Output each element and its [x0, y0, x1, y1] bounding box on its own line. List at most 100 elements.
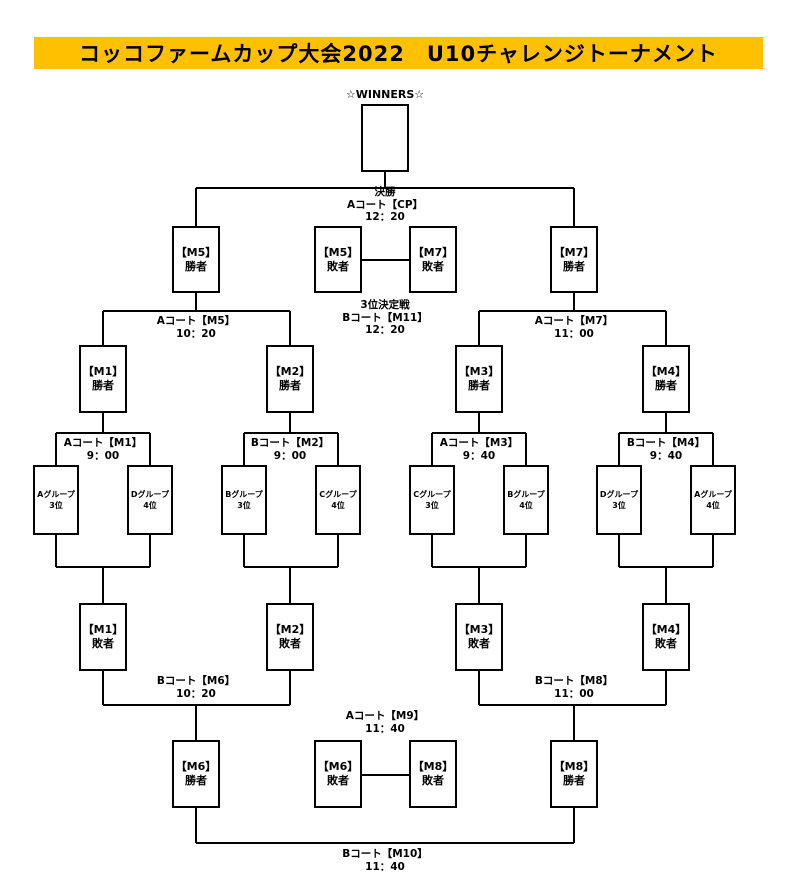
box-match: 【M7】 — [553, 245, 595, 259]
team-box: Aグループ 4位 — [690, 465, 736, 535]
box-result: 敗者 — [422, 259, 444, 273]
team-group: Cグループ — [319, 490, 357, 499]
m4-loser-box: 【M4】 敗者 — [642, 603, 690, 671]
m3-winner-box: 【M3】 勝者 — [455, 345, 503, 413]
team-box: Dグループ 4位 — [127, 465, 173, 535]
final-name: 決勝 — [374, 186, 396, 198]
m9-court: Aコート【M9】 — [345, 710, 425, 722]
box-match: 【M5】 — [317, 245, 359, 259]
box-match: 【M6】 — [317, 760, 359, 773]
box-result: 勝者 — [468, 379, 490, 392]
box-match: 【M2】 — [269, 365, 311, 378]
final-time: 12：20 — [365, 211, 405, 223]
team-box: Cグループ 3位 — [409, 465, 455, 535]
box-match: 【M1】 — [82, 365, 124, 378]
m8-winner-box: 【M8】 勝者 — [550, 740, 598, 808]
m5-loser-box: 【M5】 敗者 — [314, 226, 362, 293]
m2-label: Bコート【M2】 9：00 — [251, 437, 329, 462]
box-result: 敗者 — [655, 637, 677, 650]
m9-label: Aコート【M9】 11：40 — [346, 710, 424, 735]
box-result: 敗者 — [92, 637, 114, 650]
m4-time: 9：40 — [649, 449, 683, 462]
m2-winner-box: 【M2】 勝者 — [266, 345, 314, 413]
m8-loser-box: 【M8】 敗者 — [409, 740, 457, 808]
box-match: 【M5】 — [175, 245, 217, 259]
m8-court: Bコート【M8】 — [534, 675, 614, 687]
box-match: 【M3】 — [458, 623, 500, 636]
box-result: 勝者 — [185, 259, 207, 273]
m8-time: 11：00 — [554, 687, 594, 700]
m3-loser-box: 【M3】 敗者 — [455, 603, 503, 671]
m7-time: 11：00 — [554, 327, 594, 340]
champion-box — [361, 104, 409, 172]
box-result: 敗者 — [327, 774, 349, 787]
m7-loser-box: 【M7】 敗者 — [409, 226, 457, 293]
m6-time: 10：20 — [176, 687, 216, 700]
team-group: Dグループ — [599, 490, 639, 499]
m1-court: Aコート【M1】 — [63, 437, 143, 449]
m1-label: Aコート【M1】 9：00 — [64, 437, 142, 462]
m3-time: 9：40 — [462, 449, 496, 462]
box-match: 【M4】 — [645, 623, 687, 636]
m7-label: Aコート【M7】 11：00 — [535, 315, 613, 340]
box-result: 勝者 — [563, 259, 585, 273]
team-place: 4位 — [706, 501, 720, 510]
box-result: 敗者 — [422, 774, 444, 787]
m5-winner-box: 【M5】 勝者 — [172, 226, 220, 293]
team-box: Bグループ 3位 — [221, 465, 267, 535]
m10-time: 11：40 — [365, 860, 405, 873]
box-result: 敗者 — [468, 637, 490, 650]
team-place: 4位 — [143, 501, 157, 510]
m6-label: Bコート【M6】 10：20 — [157, 675, 235, 700]
m2-court: Bコート【M2】 — [250, 437, 330, 449]
team-box: Bグループ 4位 — [503, 465, 549, 535]
m9-time: 11：40 — [365, 722, 405, 735]
team-box: Cグループ 4位 — [315, 465, 361, 535]
box-match: 【M3】 — [458, 365, 500, 378]
m7-winner-box: 【M7】 勝者 — [550, 226, 598, 293]
team-group: Cグループ — [413, 490, 451, 499]
m6-loser-box: 【M6】 敗者 — [314, 740, 362, 808]
winners-label: ☆WINNERS☆ — [345, 88, 425, 101]
box-result: 勝者 — [655, 379, 677, 392]
box-result: 敗者 — [327, 259, 349, 273]
m1-time: 9：00 — [86, 449, 120, 462]
team-group: Dグループ — [130, 490, 170, 499]
team-group: Bグループ — [507, 490, 545, 499]
third-place-name: 3位決定戦 — [360, 299, 410, 311]
box-match: 【M6】 — [175, 760, 217, 773]
m5-time: 10：20 — [176, 327, 216, 340]
team-place: 4位 — [519, 501, 533, 510]
box-result: 勝者 — [279, 379, 301, 392]
box-match: 【M1】 — [82, 623, 124, 636]
m4-winner-box: 【M4】 勝者 — [642, 345, 690, 413]
m5-court: Aコート【M5】 — [156, 315, 236, 327]
m1-winner-box: 【M1】 勝者 — [79, 345, 127, 413]
m2-loser-box: 【M2】 敗者 — [266, 603, 314, 671]
tournament-title: コッコファームカップ大会2022 U10チャレンジトーナメント — [34, 37, 763, 69]
team-place: 3位 — [425, 501, 439, 510]
m3-court: Aコート【M3】 — [439, 437, 519, 449]
team-group: Bグループ — [225, 490, 263, 499]
box-result: 勝者 — [92, 379, 114, 392]
box-match: 【M8】 — [412, 760, 454, 773]
team-box: Dグループ 3位 — [596, 465, 642, 535]
m6-court: Bコート【M6】 — [156, 675, 236, 687]
team-place: 4位 — [331, 501, 345, 510]
final-court: Aコート【CP】 — [346, 198, 424, 211]
m2-time: 9：00 — [273, 449, 307, 462]
third-place-label: 3位決定戦 Bコート【M11】 12：20 — [342, 299, 428, 337]
team-place: 3位 — [49, 501, 63, 510]
m7-court: Aコート【M7】 — [534, 315, 614, 327]
team-place: 3位 — [612, 501, 626, 510]
m3-label: Aコート【M3】 9：40 — [440, 437, 518, 462]
box-match: 【M7】 — [412, 245, 454, 259]
third-place-court: Bコート【M11】 — [342, 311, 428, 324]
box-match: 【M2】 — [269, 623, 311, 636]
team-group: Aグループ — [37, 490, 75, 499]
box-result: 勝者 — [185, 774, 207, 787]
box-result: 勝者 — [563, 774, 585, 787]
final-label: 決勝 Aコート【CP】 12：20 — [347, 186, 423, 224]
third-place-time: 12：20 — [365, 324, 405, 336]
